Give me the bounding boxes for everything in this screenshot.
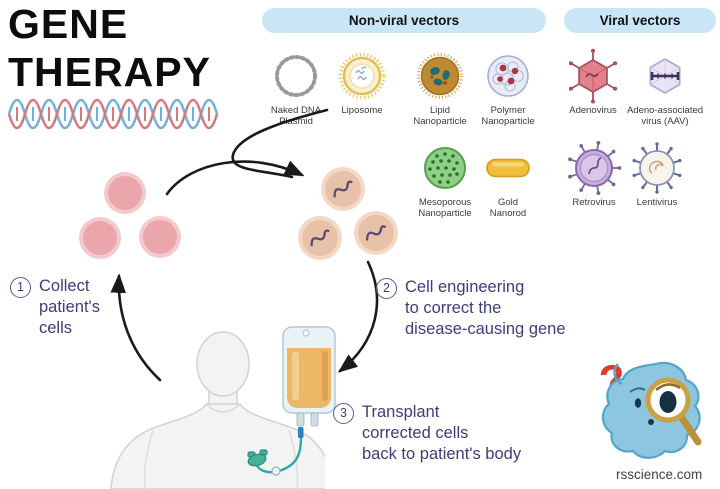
patient-figure: [110, 331, 325, 489]
step-1-text: Collect patient's cells: [39, 277, 100, 337]
page-title: GENE THERAPY: [8, 1, 211, 95]
vector-item-lentivirus: Lentivirus: [613, 142, 701, 208]
vector-label: Lentivirus: [636, 197, 678, 208]
polymer-nanoparticle-icon: [464, 50, 552, 102]
nonviral-vectors-header: Non-viral vectors: [262, 8, 546, 33]
magnifying-glass-icon: [645, 377, 702, 446]
vector-label: Adeno-associated virus (AAV): [626, 105, 704, 127]
step-3-number: 3: [333, 403, 354, 424]
vector-label: Gold Nanorod: [489, 197, 527, 219]
gold-nanorod-icon: [464, 142, 552, 194]
vector-item-adenovirus: Adenovirus: [549, 48, 637, 116]
step-1: 1 Collect patient's cells: [10, 276, 100, 339]
vector-item-lipid-nanoparticle: Lipid Nanoparticle: [396, 50, 484, 127]
mesoporous-nanoparticle-icon: [401, 142, 489, 194]
aav-icon: [621, 50, 709, 102]
step-2-number: 2: [376, 278, 397, 299]
vector-label: Adenovirus: [569, 105, 617, 116]
liposome-icon: [318, 50, 406, 102]
corrected-cells-illustration: [298, 167, 398, 260]
vector-item-adeno-associated-virus: Adeno-associated virus (AAV): [621, 50, 709, 127]
lentivirus-icon: [613, 142, 701, 194]
iv-bag-illustration: [247, 326, 336, 476]
vector-item-polymer-nanoparticle: Polymer Nanoparticle: [464, 50, 552, 127]
vector-label: Lipid Nanoparticle: [413, 105, 467, 127]
iv-catheter: [247, 449, 268, 467]
vector-label: Mesoporous Nanoparticle: [418, 197, 472, 219]
vector-item-liposome: Liposome: [318, 50, 406, 116]
step-3-text: Transplant corrected cells back to patie…: [362, 403, 522, 463]
vector-item-retrovirus: Retrovirus: [550, 141, 638, 208]
step-2-text: Cell engineering to correct the disease-…: [405, 278, 566, 338]
patient-cells-illustration: [79, 172, 181, 259]
naked-dna-plasmid-icon: [252, 50, 340, 102]
step-1-number: 1: [10, 277, 31, 298]
lipid-nanoparticle-icon: [396, 50, 484, 102]
vector-item-mesoporous-nanoparticle: Mesoporous Nanoparticle: [401, 142, 489, 219]
adenovirus-icon: [549, 48, 637, 104]
watermark: rsscience.com: [616, 467, 703, 482]
step-2: 2 Cell engineering to correct the diseas…: [376, 277, 566, 340]
rsscience-mascot: ?: [597, 355, 702, 459]
vector-label: Retrovirus: [572, 197, 616, 208]
retrovirus-icon: [550, 141, 638, 195]
vector-label: Polymer Nanoparticle: [481, 105, 535, 127]
vector-label: Liposome: [341, 105, 383, 116]
vector-item-gold-nanorod: Gold Nanorod: [464, 142, 552, 219]
step-3: 3 Transplant corrected cells back to pat…: [333, 402, 521, 465]
dna-helix-illustration: [7, 98, 219, 130]
viral-vectors-header: Viral vectors: [564, 8, 716, 33]
